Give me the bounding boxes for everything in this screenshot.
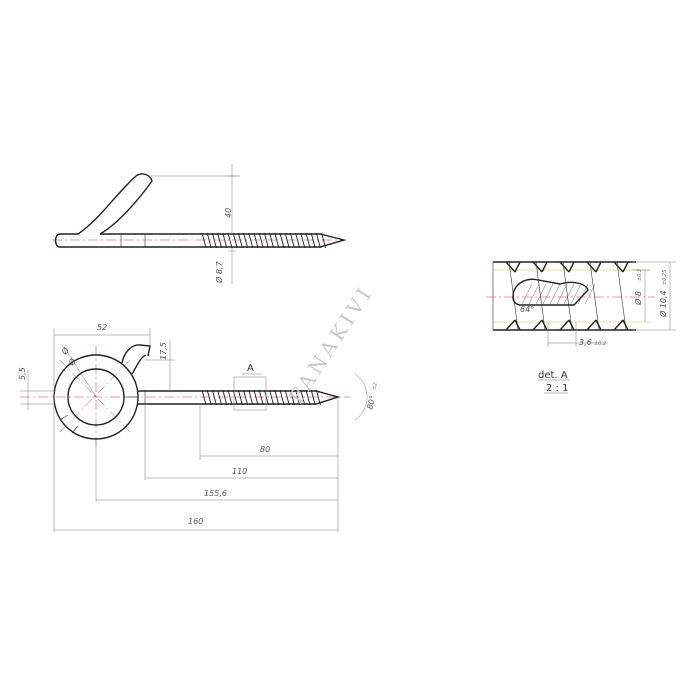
dim-shank-diameter: Ø 8,7 [214,261,224,284]
hook-end [54,233,78,248]
front-thread [200,389,341,406]
front-view: A 52 17,5 5,5 Ø Ø 80 110 155,6 [18,323,379,532]
dim-ring-inner: Ø [66,356,79,368]
front-shank [138,390,200,405]
side-view: 40 Ø 8,7 [52,164,347,284]
dim-height-40: 40 [224,208,233,218]
detail-section [512,278,596,306]
detail-outer-diameter: Ø 10,4 [658,290,668,318]
detail-scale: 2 : 1 [546,383,568,394]
dim-shank-length: 110 [232,467,247,476]
tip-angle-arc [354,373,368,421]
dim-tip-angle: 80° [365,394,377,410]
detail-pitch-tol: ±0,2 [594,341,606,347]
dim-thread-length: 80 [260,445,270,454]
watermark: FANAKIVI [284,281,378,408]
side-thread [200,232,347,249]
detail-a-box [233,376,267,411]
dim-tip-angle-tol: ±2 [371,382,379,391]
dim-wire: 5,5 [18,367,27,380]
dim-overall-length: 160 [188,517,203,526]
eye-ring [53,344,151,440]
side-shank [78,233,200,248]
hook-bend [60,173,153,235]
detail-a-ref-label: A [247,363,254,374]
dim-from-center: 155,6 [204,489,227,498]
dim-ring-outer: Ø [59,345,72,357]
detail-pitch: 3,6 [579,338,592,347]
dim-eye-width: 52 [97,323,107,332]
detail-angle: 64° [520,305,534,314]
detail-outer-tol: ±0,25 [662,270,668,285]
detail-a-view: 64° Ø 8 ±0,2 Ø 10,4 ±0,25 3,6 ±0,2 det. … [486,261,676,394]
detail-thread [493,261,636,331]
detail-title: det. A [538,370,568,381]
dim-gap: 17,5 [159,342,168,360]
detail-inner-tol: ±0,2 [637,269,643,281]
detail-inner-diameter: Ø 8 [633,291,643,306]
